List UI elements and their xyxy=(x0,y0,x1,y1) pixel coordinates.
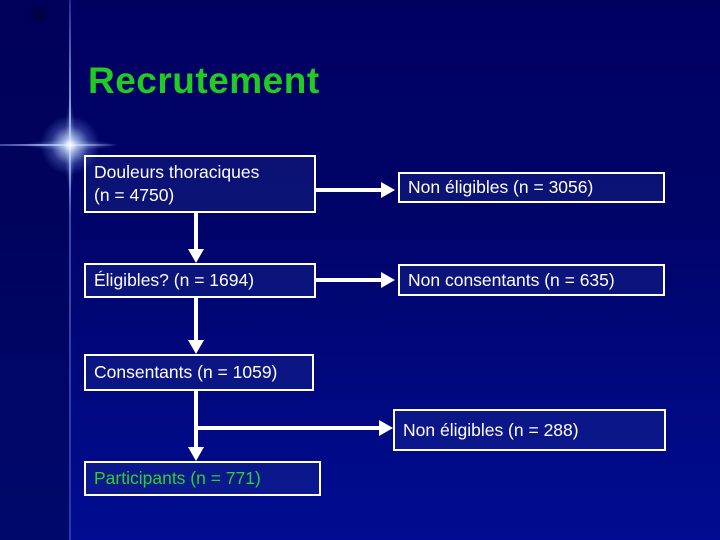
node-label: Participants (n = 771) xyxy=(94,468,261,488)
node-label: Non éligibles (n = 288) xyxy=(403,419,579,440)
vertical-accent-line xyxy=(69,0,71,540)
slide-title: Recrutement xyxy=(88,60,320,101)
node-label: Consentants (n = 1059) xyxy=(94,362,278,382)
node-label: Non éligibles (n = 3056) xyxy=(408,177,594,197)
node-non-eligibles-1: Non éligibles (n = 3056) xyxy=(398,172,665,203)
arrow-right-2-head xyxy=(381,272,395,288)
node-label-line1: Douleurs thoraciques xyxy=(94,162,260,182)
node-douleurs-thoraciques: Douleurs thoraciques (n = 4750) xyxy=(84,155,316,213)
node-non-consentants: Non consentants (n = 635) xyxy=(398,264,665,296)
arrow-right-3-line xyxy=(196,426,380,430)
node-eligibles: Éligibles? (n = 1694) xyxy=(84,263,316,298)
corner-square-decoration xyxy=(30,6,46,22)
node-label: Non consentants (n = 635) xyxy=(408,269,615,290)
node-consentants: Consentants (n = 1059) xyxy=(84,354,314,391)
cross-glow xyxy=(40,115,100,175)
arrow-down-2-line xyxy=(194,298,198,341)
arrow-down-3-head xyxy=(188,447,204,461)
arrow-down-1-line xyxy=(194,213,198,250)
arrow-right-3-head xyxy=(379,420,393,436)
arrow-right-1-head xyxy=(381,182,395,198)
arrow-down-2-head xyxy=(188,340,204,354)
arrow-right-1-line xyxy=(316,188,382,192)
arrow-down-3-line xyxy=(194,391,198,448)
left-margin-strip xyxy=(0,0,69,540)
node-non-eligibles-2: Non éligibles (n = 288) xyxy=(393,409,666,451)
node-label: Éligibles? (n = 1694) xyxy=(94,270,255,290)
node-label-line2: (n = 4750) xyxy=(94,185,175,205)
arrow-right-2-line xyxy=(316,278,382,282)
arrow-down-1-head xyxy=(188,249,204,263)
horizontal-accent-line xyxy=(0,144,70,146)
node-participants: Participants (n = 771) xyxy=(84,461,321,496)
